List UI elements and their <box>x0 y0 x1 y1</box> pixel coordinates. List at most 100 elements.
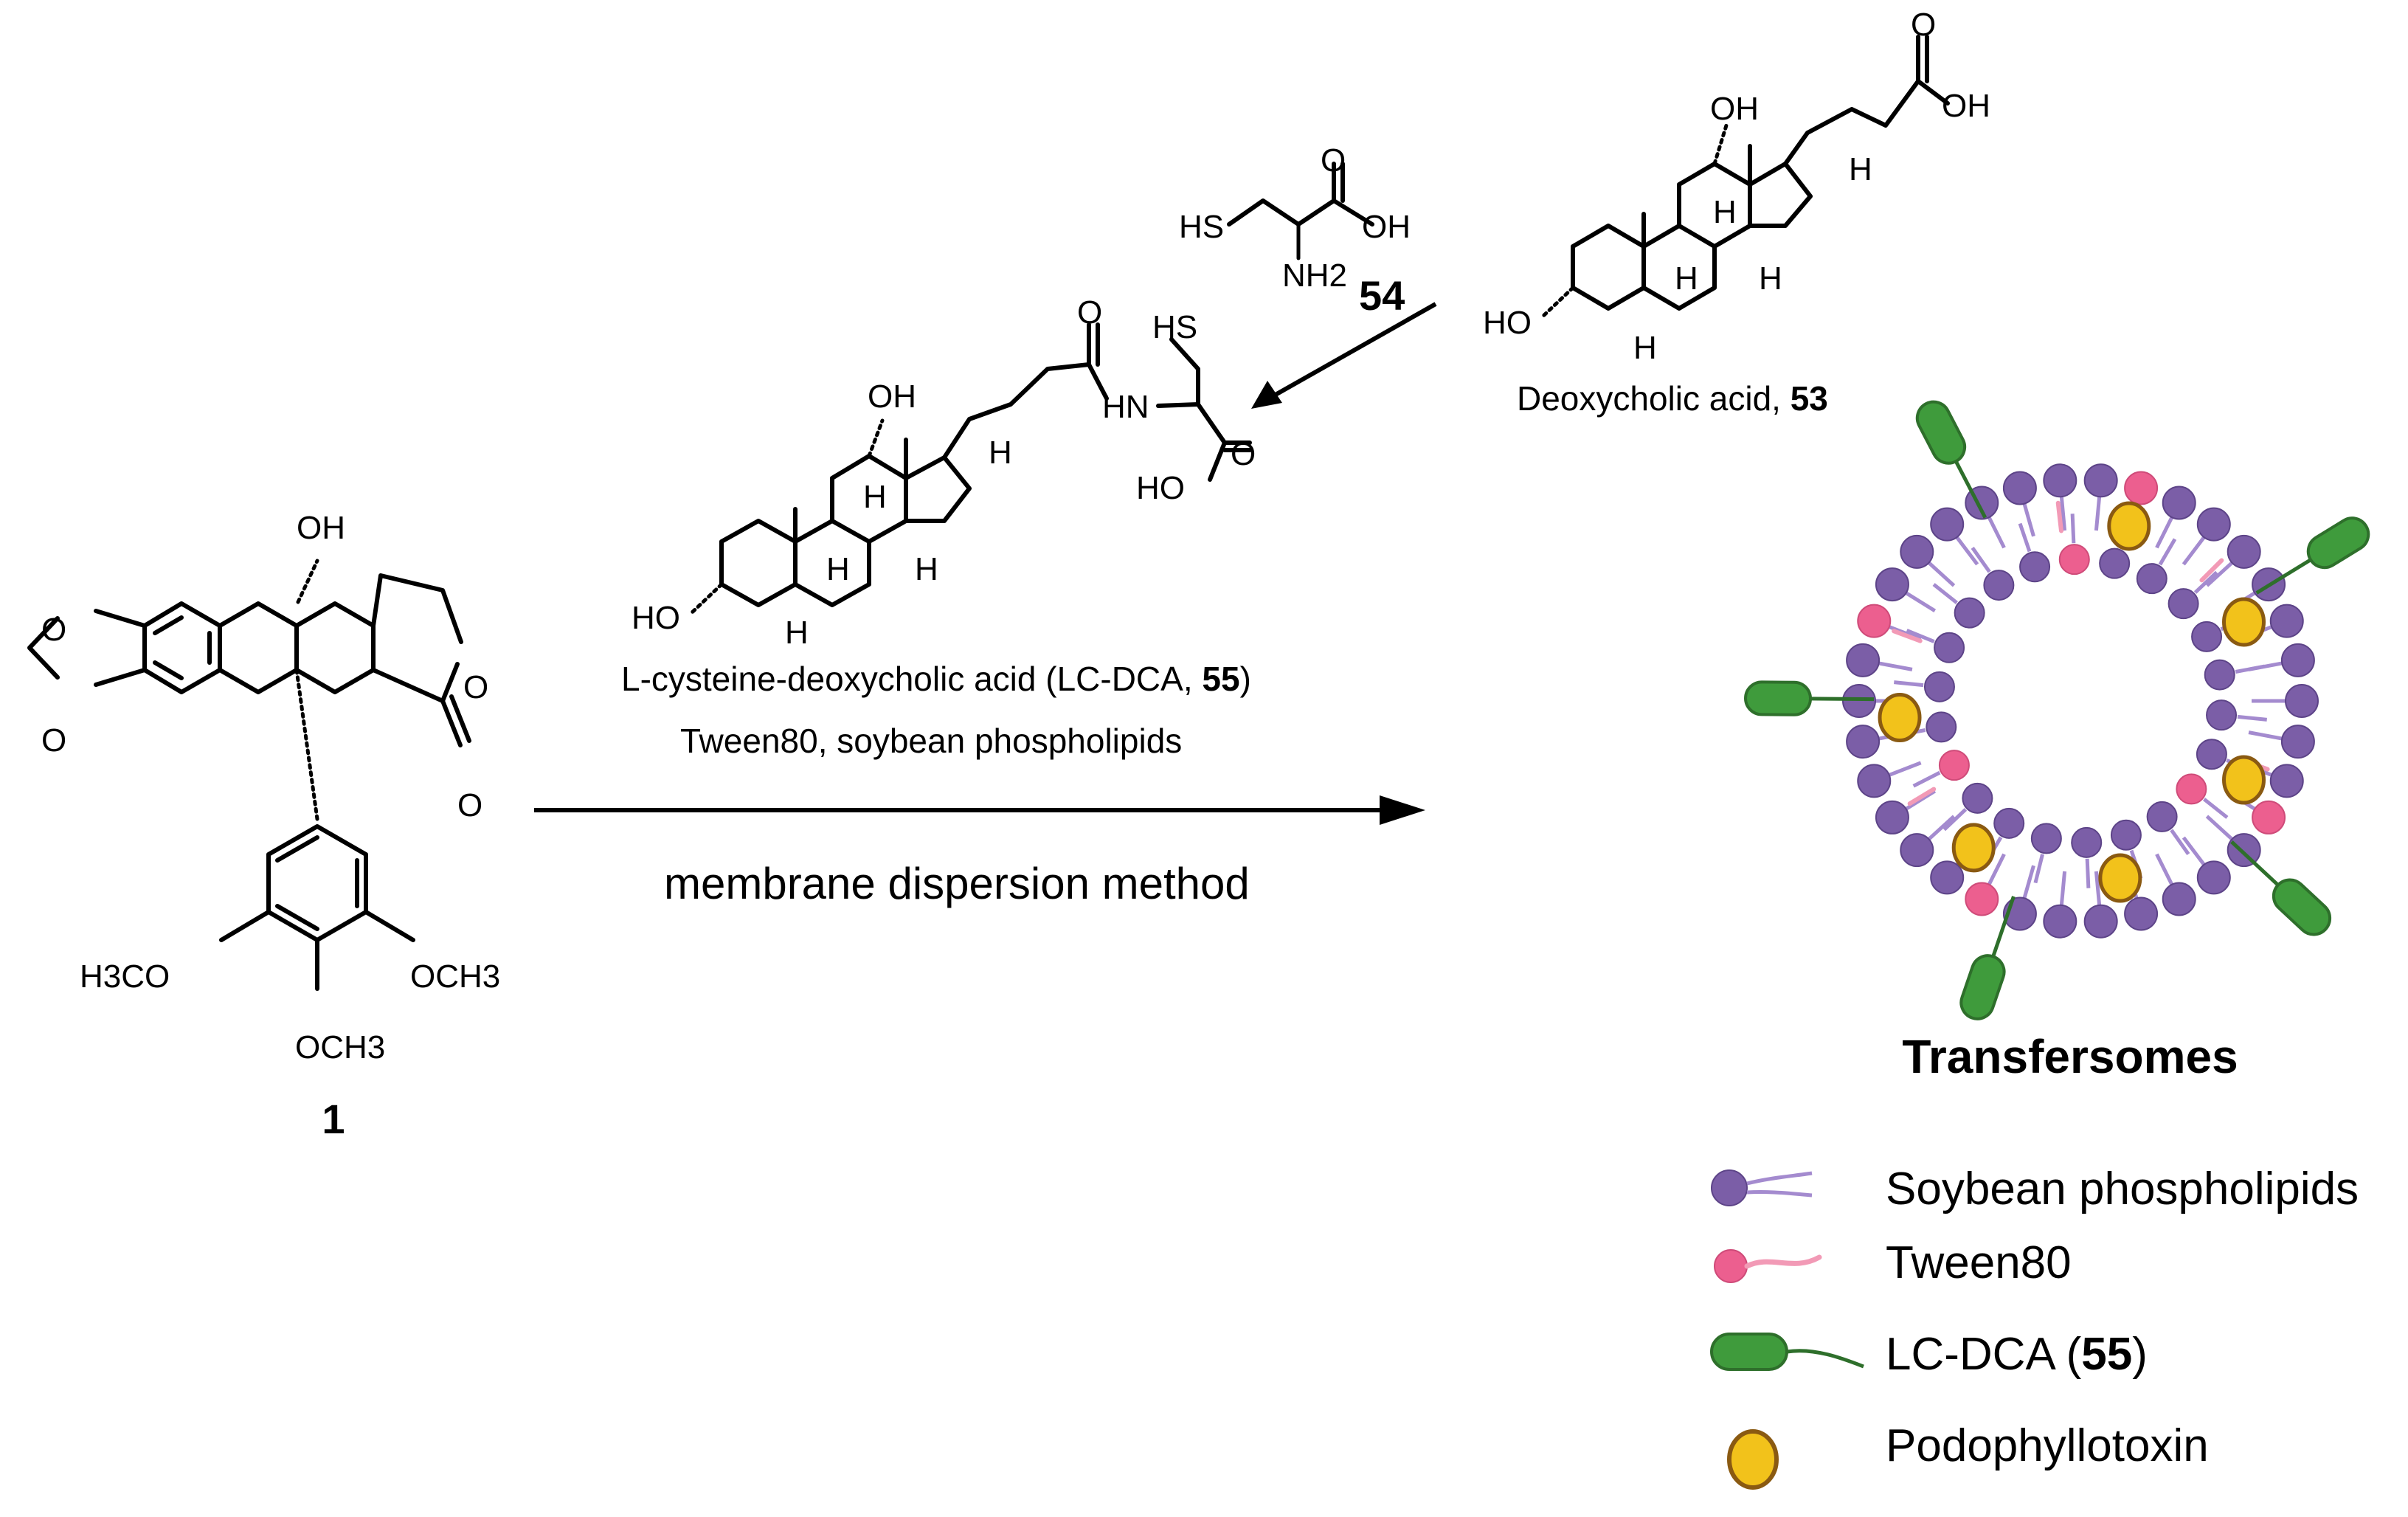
o-label: O <box>41 722 66 758</box>
phospholipid-head <box>2043 463 2077 498</box>
o-label: O <box>41 612 66 648</box>
phospholipid-head <box>2124 896 2159 931</box>
lc-dca-icon <box>1710 1333 1864 1371</box>
tween80-head <box>1938 750 1970 781</box>
phospholipid-head <box>1900 534 1934 569</box>
tween80-head <box>1965 882 1999 916</box>
lipid-tail <box>2059 496 2067 531</box>
lc-dca-anchor <box>1744 680 1813 716</box>
podophyllotoxin-structure: OH O O O O H3CO OCH3 OCH3 1 <box>27 510 500 1142</box>
podophyllotoxin-particle <box>1951 823 1996 873</box>
hs-label: HS <box>1179 209 1224 245</box>
lipid-tail <box>1987 853 2006 885</box>
phospholipid-head <box>1842 684 1876 718</box>
transfersome-title: Transfersomes <box>1902 1030 2238 1083</box>
phospholipid-head <box>2269 604 2304 638</box>
lc-dca-tail <box>1953 457 1987 519</box>
phospholipid-head <box>2285 684 2319 718</box>
lipid-tail <box>2094 871 2102 906</box>
phospholipid-head <box>2019 551 2051 583</box>
transfersome-vesicle <box>1744 400 2370 1020</box>
lc-dca-structure: OH O HN HS O HO H H H H H HO L-cysteine-… <box>621 294 1256 760</box>
legend-label: LC-DCA (55) <box>1886 1329 2148 1380</box>
lipid-tail <box>1927 561 1956 587</box>
phospholipid-head <box>2227 833 2261 868</box>
hn-label: HN <box>1102 389 1149 425</box>
tween80-head <box>2058 544 2090 576</box>
lipid-tail <box>2205 815 2234 841</box>
tween80-tail <box>2199 558 2224 583</box>
phospholipid-head <box>2269 764 2304 798</box>
phospholipid-head <box>1983 570 2015 601</box>
tween80-head <box>1857 604 1892 638</box>
h-label: H <box>1633 330 1657 366</box>
lipid-tail <box>2059 871 2067 906</box>
phospholipid-head <box>1900 833 1934 868</box>
podophyllotoxin-particle <box>2222 755 2266 805</box>
h-label: H <box>989 435 1012 471</box>
hs-label: HS <box>1152 309 1197 345</box>
lipid-tail <box>1942 808 1968 832</box>
podophyllotoxin-particle <box>2107 501 2151 551</box>
tween80-head <box>2252 800 2286 834</box>
cysteine-structure: HS OH O NH2 54 <box>1179 142 1411 319</box>
phospholipid-head <box>1857 764 1892 798</box>
h-label: H <box>915 551 938 587</box>
lc-dca-anchor <box>2306 516 2370 570</box>
methoxy-label: OCH3 <box>295 1029 385 1065</box>
phospholipid-head <box>1926 711 1957 743</box>
deoxycholic-acid-structure: OH O OH H H H H H HO Deoxycholic acid, 5… <box>1483 7 1990 418</box>
lipid-tail <box>2237 714 2267 722</box>
lipid-tail <box>1955 536 1979 566</box>
phospholipid-head <box>2162 485 2196 520</box>
lipid-tail <box>2094 496 2102 531</box>
phospholipid-head <box>2071 826 2103 858</box>
lipid-tail <box>1878 661 1913 671</box>
lc-dca-tail <box>2255 556 2314 595</box>
o-label: O <box>1321 142 1346 179</box>
lc-dca-anchor <box>2272 878 2332 936</box>
lc-dca-caption: L-cysteine-deoxycholic acid (LC-DCA, 55) <box>621 660 1251 698</box>
lipid-tail <box>1932 583 1958 604</box>
ho-label: HO <box>1483 305 1532 341</box>
lipid-tail <box>1905 789 1937 811</box>
carbonyl-o-label: O <box>457 787 482 823</box>
ring-o-label: O <box>463 669 488 705</box>
lipid-tail <box>2155 853 2174 885</box>
legend: Soybean phospholipids Tween80 LC-DCA (55… <box>1710 1164 2359 1490</box>
lipid-tail <box>2170 829 2190 856</box>
phospholipid-head <box>2196 860 2231 895</box>
phospholipid-head <box>1993 807 2025 839</box>
legend-label: Soybean phospholipids <box>1886 1164 2359 1214</box>
phospholipid-head <box>2110 819 2142 851</box>
phospholipid-head <box>1962 782 1993 814</box>
lipid-tail <box>2085 858 2091 888</box>
phospholipid-head <box>1954 597 1985 629</box>
lc-dca-anchor <box>1959 954 2006 1020</box>
phospholipid-head <box>2043 904 2077 939</box>
lipid-tail <box>1888 761 1922 777</box>
lipid-tail <box>2022 502 2035 537</box>
phospholipid-head <box>2196 507 2231 542</box>
legend-label: Podophyllotoxin <box>1886 1420 2209 1471</box>
tween80-icon <box>1714 1249 1822 1283</box>
phospholipid-head <box>2099 547 2131 579</box>
lipid-tail <box>1894 680 1924 688</box>
phospholipid-head <box>2280 725 2315 759</box>
lipid-tail <box>2033 854 2044 884</box>
deoxycholic-acid-caption: Deoxycholic acid, 53 <box>1517 379 1828 418</box>
h-label: H <box>1849 151 1872 187</box>
synthesis-arrow <box>1251 302 1437 409</box>
phospholipid-head <box>1930 507 1965 542</box>
podophyllotoxin-icon <box>1727 1429 1779 1490</box>
phospholipid-head <box>1875 800 1909 834</box>
phospholipid-head <box>1846 643 1881 677</box>
o-label: O <box>1911 7 1936 43</box>
phospholipid-head <box>2206 699 2238 731</box>
tween80-head <box>2124 471 2159 505</box>
phospholipid-head <box>2191 621 2223 652</box>
phospholipid-head <box>1923 671 1955 702</box>
compound-number: 1 <box>322 1096 345 1142</box>
